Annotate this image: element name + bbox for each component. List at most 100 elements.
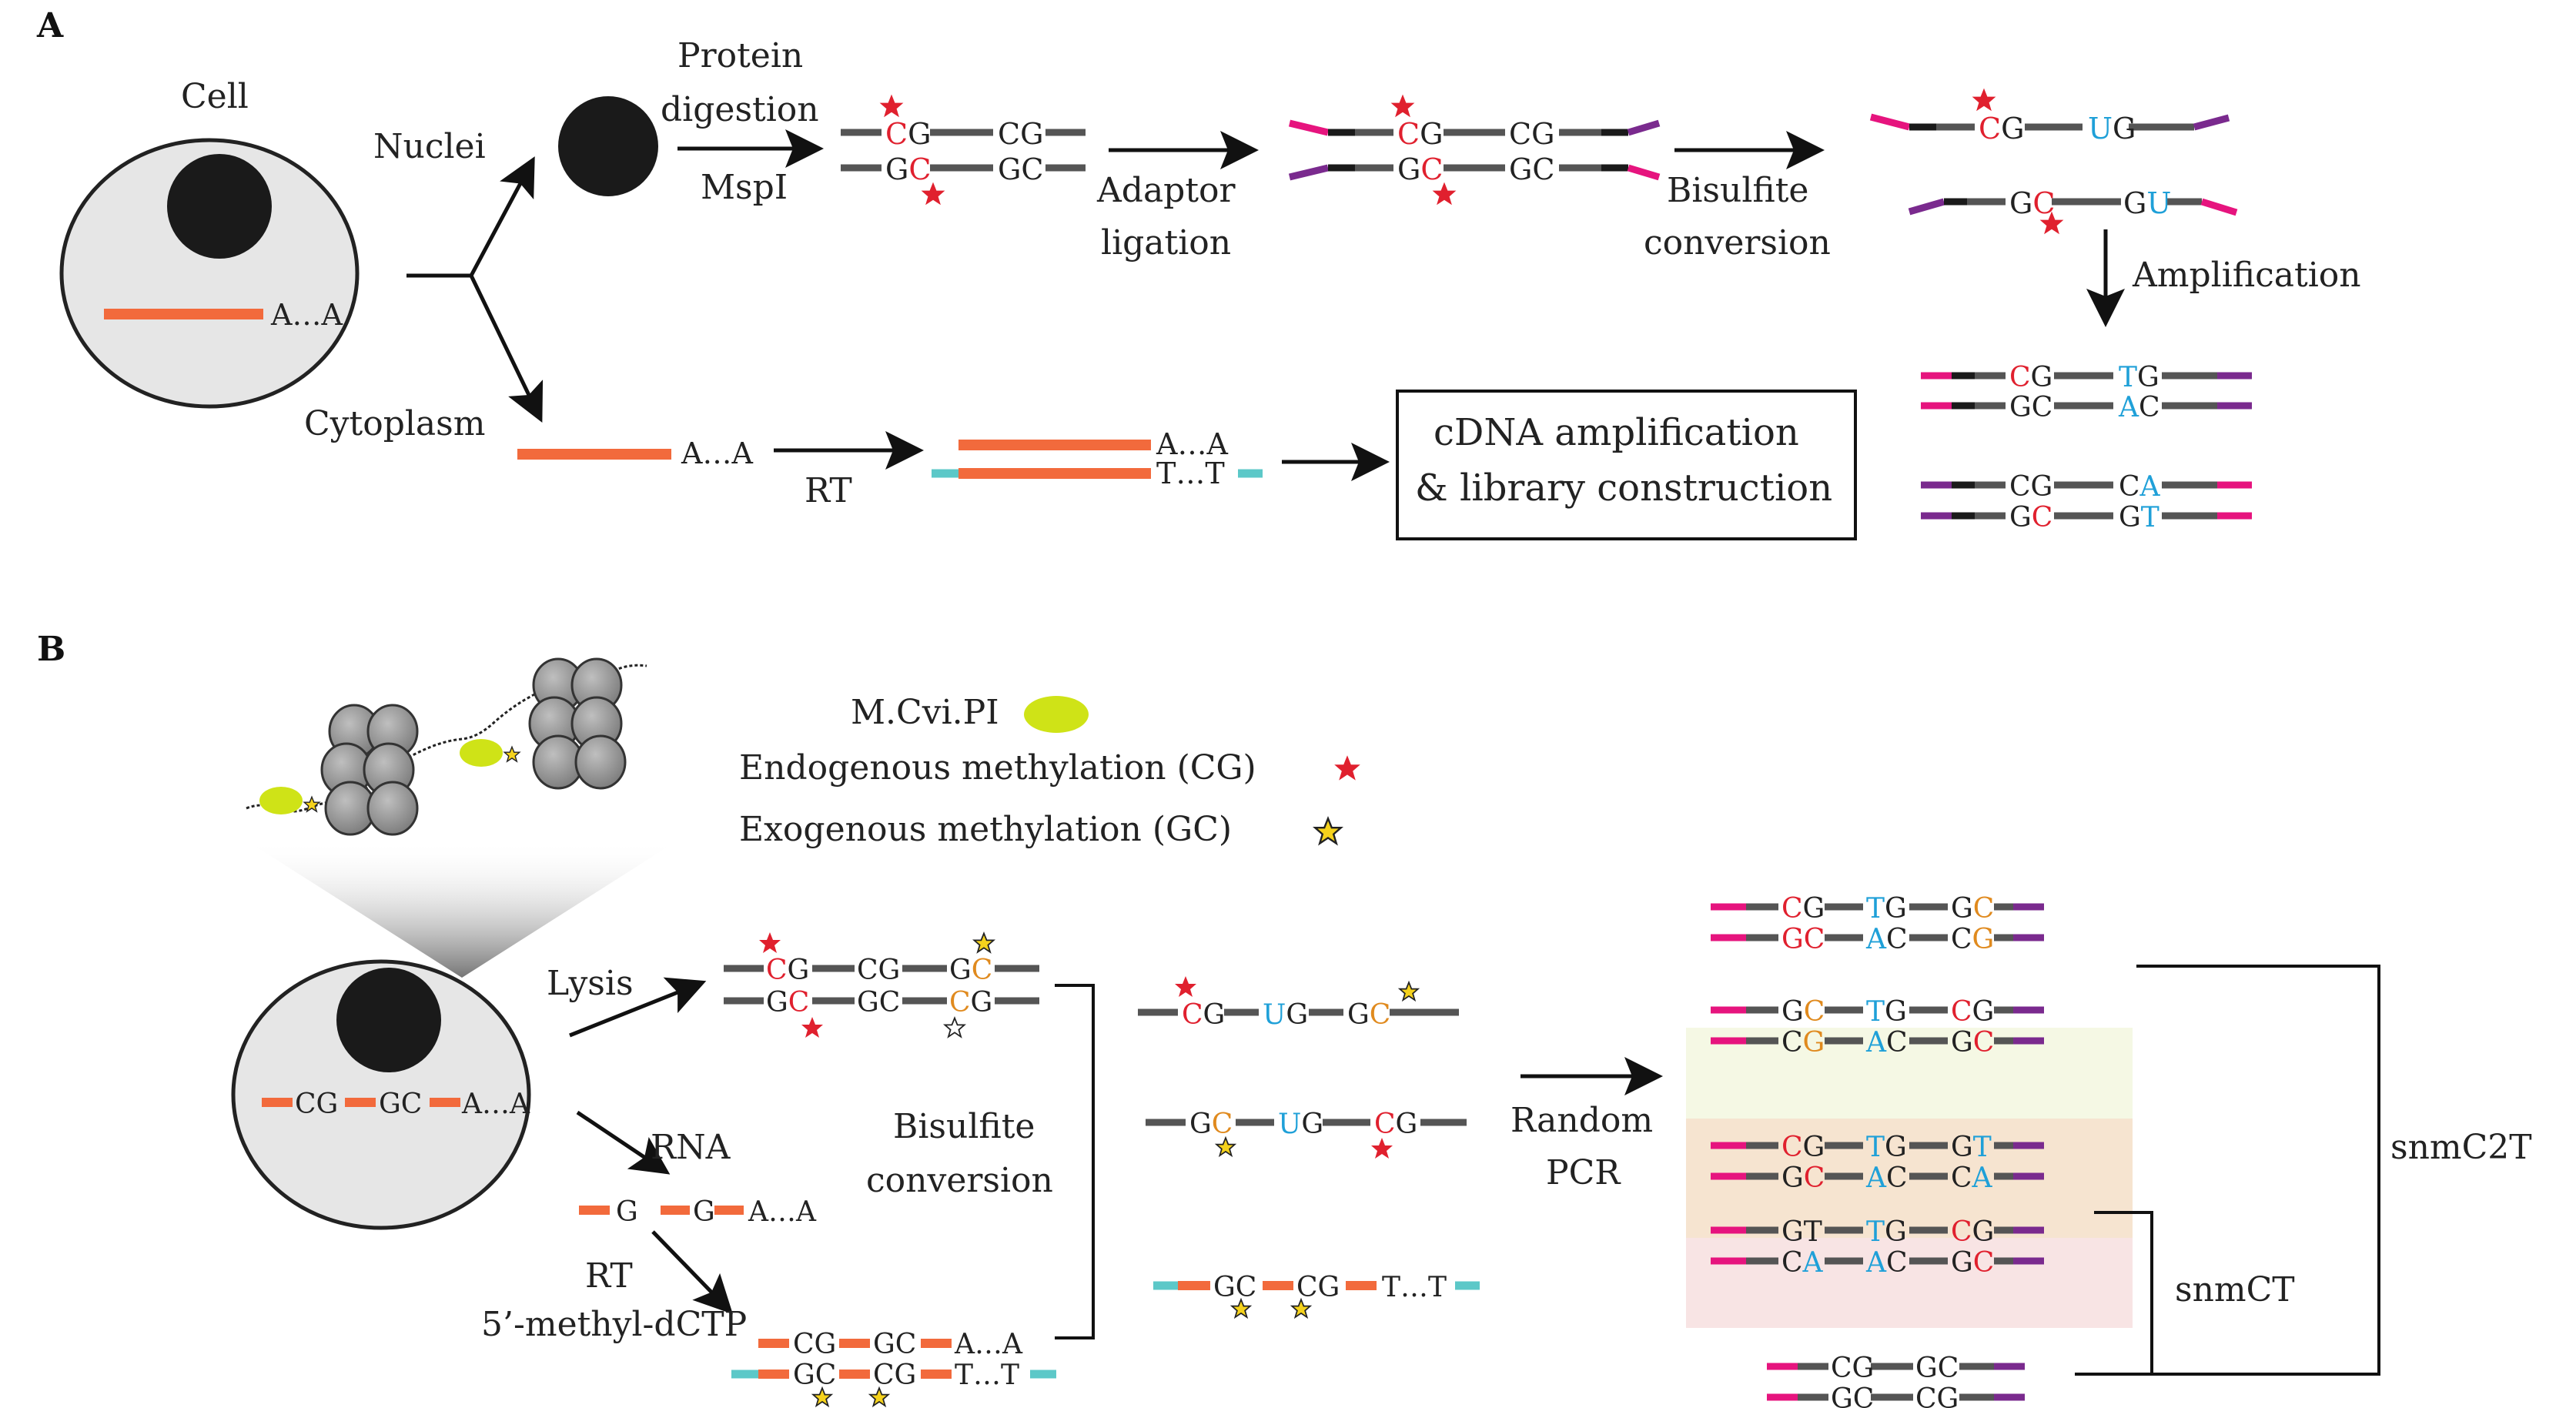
svg-text:GC: GC xyxy=(1397,152,1443,186)
arrow-to-cytoplasm xyxy=(469,274,544,423)
pcr-label: PCR xyxy=(1546,1153,1621,1192)
snmct-bracket xyxy=(2094,1211,2153,1374)
svg-text:CG: CG xyxy=(1781,1132,1825,1163)
svg-text:AC: AC xyxy=(2118,392,2160,423)
exogenous-star xyxy=(1229,1297,1253,1319)
box-pink xyxy=(1686,1238,2133,1328)
snmc2t-label: snmC2T xyxy=(2390,1128,2532,1167)
svg-text:UG: UG xyxy=(1263,999,1308,1031)
rna-arrow xyxy=(576,1110,671,1175)
svg-text:CG: CG xyxy=(1374,1109,1417,1140)
svg-text:CG: CG xyxy=(2009,362,2052,393)
legend-endogenous-star xyxy=(1334,755,1360,781)
cytoplasm-label: Cytoplasm xyxy=(304,404,485,443)
exogenous-star xyxy=(303,795,321,813)
svg-text:UG: UG xyxy=(2088,112,2136,145)
svg-text:CA: CA xyxy=(2119,471,2161,503)
rt-label-a: RT xyxy=(805,471,852,510)
svg-text:CG: CG xyxy=(1831,1353,1874,1384)
svg-text:TG: TG xyxy=(1866,1216,1907,1248)
svg-text:CG: CG xyxy=(885,117,931,151)
legend-exogenous-star xyxy=(1313,815,1343,846)
amplification-label: Amplification xyxy=(2132,256,2361,295)
unmethylated-star xyxy=(943,1015,966,1038)
rna-poly-a: A…A xyxy=(748,1196,817,1228)
panel-b: B xyxy=(37,630,2532,1408)
endogenous-star xyxy=(1432,182,1457,206)
endogenous-star xyxy=(1175,976,1196,997)
amplified-products-a: CG GC TG AC CG GC CA GT xyxy=(1921,362,2252,533)
svg-text:G: G xyxy=(616,1196,638,1228)
svg-text:TG: TG xyxy=(1866,893,1907,925)
endogenous-star xyxy=(1390,94,1415,118)
svg-text:GC: GC xyxy=(873,1329,916,1360)
rt-arrow-b xyxy=(651,1230,733,1315)
svg-text:CG: CG xyxy=(873,1360,916,1391)
mrna-b: CG GC A…A xyxy=(262,1089,530,1120)
snmct-label: snmCT xyxy=(2175,1270,2295,1309)
endogenous-star xyxy=(759,932,781,953)
svg-text:GC: GC xyxy=(1347,999,1390,1031)
bisulfite-label-b: Bisulfite xyxy=(893,1107,1035,1146)
nuclei-label: Nuclei xyxy=(373,127,486,166)
cell-a xyxy=(59,138,360,409)
mspi-label: MspI xyxy=(701,168,788,207)
chromatin xyxy=(246,657,647,836)
methyl-dctp-label: 5’-methyl-dCTP xyxy=(481,1305,747,1344)
adaptor-ligated-fragment: CG GC CG GC xyxy=(1288,94,1661,206)
svg-text:GC: GC xyxy=(1213,1272,1256,1303)
svg-text:GC: GC xyxy=(949,955,992,986)
svg-text:CG: CG xyxy=(766,955,809,986)
legend-mcvipi: M.Cvi.PI xyxy=(851,693,999,732)
svg-text:GC: GC xyxy=(998,152,1043,186)
svg-text:CG: CG xyxy=(949,987,992,1018)
endogenous-star xyxy=(879,94,904,118)
mcvipi-enzyme xyxy=(460,739,503,767)
svg-text:GC: GC xyxy=(2009,502,2052,533)
svg-text:GU: GU xyxy=(2123,186,2171,220)
cdna-library-box xyxy=(1396,390,1857,540)
digestion-label: digestion xyxy=(661,90,819,129)
svg-text:CG: CG xyxy=(1397,117,1443,151)
svg-text:AC: AC xyxy=(1865,1027,1908,1059)
nucleosome-cluster-2 xyxy=(528,657,627,790)
svg-text:GC: GC xyxy=(1915,1353,1959,1384)
svg-text:GC: GC xyxy=(2009,392,2052,423)
exogenous-star xyxy=(868,1386,891,1408)
svg-text:CG: CG xyxy=(1951,1216,1994,1248)
pcr-products: CG GC TG AC GC CG GC CG TG AC CG GC xyxy=(1711,893,2044,1408)
svg-text:G: G xyxy=(693,1196,715,1228)
svg-text:CG: CG xyxy=(295,1089,338,1120)
mspi-fragment: CG GC CG GC xyxy=(841,94,1086,206)
zoom-cone xyxy=(246,841,677,978)
svg-text:CG: CG xyxy=(1781,893,1825,925)
rna-molecule: G G A…A xyxy=(579,1196,817,1228)
endogenous-star xyxy=(1972,88,1996,112)
lysed-dna-fragment: CG GC CG GC GC CG xyxy=(724,931,1039,1038)
cell-label: Cell xyxy=(181,77,249,116)
converted-strands-b: CG UG GC GC UG CG GC CG T…T xyxy=(1138,976,1480,1319)
bisulfite-label-a: Bisulfite xyxy=(1667,171,1808,210)
svg-text:AC: AC xyxy=(1865,924,1908,955)
svg-text:GC: GC xyxy=(1509,152,1554,186)
svg-text:AC: AC xyxy=(1865,1247,1908,1279)
svg-text:CG: CG xyxy=(793,1329,836,1360)
nucleus-b xyxy=(336,968,441,1072)
endogenous-star xyxy=(2039,211,2064,235)
endogenous-star xyxy=(921,182,945,206)
svg-text:GC: GC xyxy=(857,987,900,1018)
cdna-duplex: A…A T…T xyxy=(932,427,1263,490)
isolated-nucleus xyxy=(558,96,658,196)
conversion-label-b: conversion xyxy=(866,1161,1053,1200)
svg-text:CG: CG xyxy=(1781,1027,1825,1059)
lysis-label: Lysis xyxy=(547,964,634,1003)
svg-text:CG: CG xyxy=(1951,924,1994,955)
cdna-line2: & library construction xyxy=(1415,467,1832,510)
svg-text:CG: CG xyxy=(1951,996,1994,1028)
svg-text:CG: CG xyxy=(1509,117,1554,151)
cyto-poly-a: A…A xyxy=(681,436,753,470)
svg-text:CA: CA xyxy=(1951,1162,1993,1194)
svg-text:GC: GC xyxy=(1951,1027,1994,1059)
svg-text:GC: GC xyxy=(885,152,931,186)
exogenous-star xyxy=(1397,980,1420,1002)
